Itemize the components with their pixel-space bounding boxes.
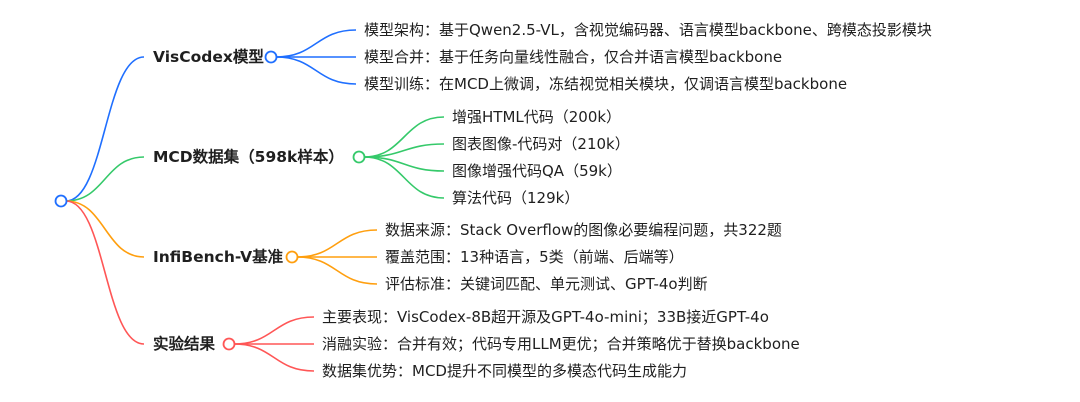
branch-to-leaf-connector xyxy=(363,116,445,158)
branch-to-leaf-connector xyxy=(275,56,357,85)
root-to-branch-connector xyxy=(65,200,145,258)
branch-to-leaf-connector xyxy=(363,156,445,199)
root-to-branch-connector xyxy=(65,156,145,202)
leaf-image-qa[interactable]: 图像增强代码QA（59k） xyxy=(452,162,622,180)
branch-mcd-label[interactable]: MCD数据集（598k样本） xyxy=(153,148,344,166)
leaf-html-code[interactable]: 增强HTML代码（200k） xyxy=(452,108,622,126)
root-to-branch-connector xyxy=(65,200,145,345)
branch-to-leaf-connector xyxy=(296,229,378,258)
branch-to-leaf-connector xyxy=(233,316,315,345)
root-node-icon[interactable] xyxy=(54,194,68,208)
branch-collapse-toggle-icon[interactable] xyxy=(222,337,236,351)
leaf-ablation[interactable]: 消融实验：合并有效；代码专用LLM更优；合并策略优于替换backbone xyxy=(322,335,800,353)
branch-collapse-toggle-icon[interactable] xyxy=(264,50,278,64)
leaf-main-performance[interactable]: 主要表现：VisCodex-8B超开源及GPT-4o-mini；33B接近GPT… xyxy=(322,308,769,326)
branch-infibench-label[interactable]: InfiBench-V基准 xyxy=(153,248,284,266)
branch-collapse-toggle-icon[interactable] xyxy=(285,250,299,264)
branch-results-label[interactable]: 实验结果 xyxy=(153,335,216,353)
branch-to-leaf-connector xyxy=(233,343,315,372)
leaf-data-source[interactable]: 数据来源：Stack Overflow的图像必要编程问题，共322题 xyxy=(385,221,782,239)
branch-collapse-toggle-icon[interactable] xyxy=(352,150,366,164)
branch-to-leaf-connector xyxy=(296,256,378,285)
leaf-model-merge[interactable]: 模型合并：基于任务向量线性融合，仅合并语言模型backbone xyxy=(364,48,783,66)
branch-to-leaf-connector xyxy=(275,29,357,58)
leaf-chart-code[interactable]: 图表图像-代码对（210k） xyxy=(452,135,630,153)
leaf-algorithm-code[interactable]: 算法代码（129k） xyxy=(452,189,580,207)
leaf-model-training[interactable]: 模型训练：在MCD上微调，冻结视觉相关模块，仅调语言模型backbone xyxy=(364,75,848,93)
branch-viscodex-label[interactable]: VisCodex模型 xyxy=(153,48,264,66)
leaf-dataset-advantage[interactable]: 数据集优势：MCD提升不同模型的多模态代码生成能力 xyxy=(322,362,687,380)
root-to-branch-connector xyxy=(65,56,145,202)
leaf-model-architecture[interactable]: 模型架构：基于Qwen2.5-VL，含视觉编码器、语言模型backbone、跨模… xyxy=(364,21,932,39)
leaf-evaluation[interactable]: 评估标准：关键词匹配、单元测试、GPT-4o判断 xyxy=(385,275,708,293)
leaf-coverage[interactable]: 覆盖范围：13种语言，5类（前端、后端等） xyxy=(385,248,684,266)
